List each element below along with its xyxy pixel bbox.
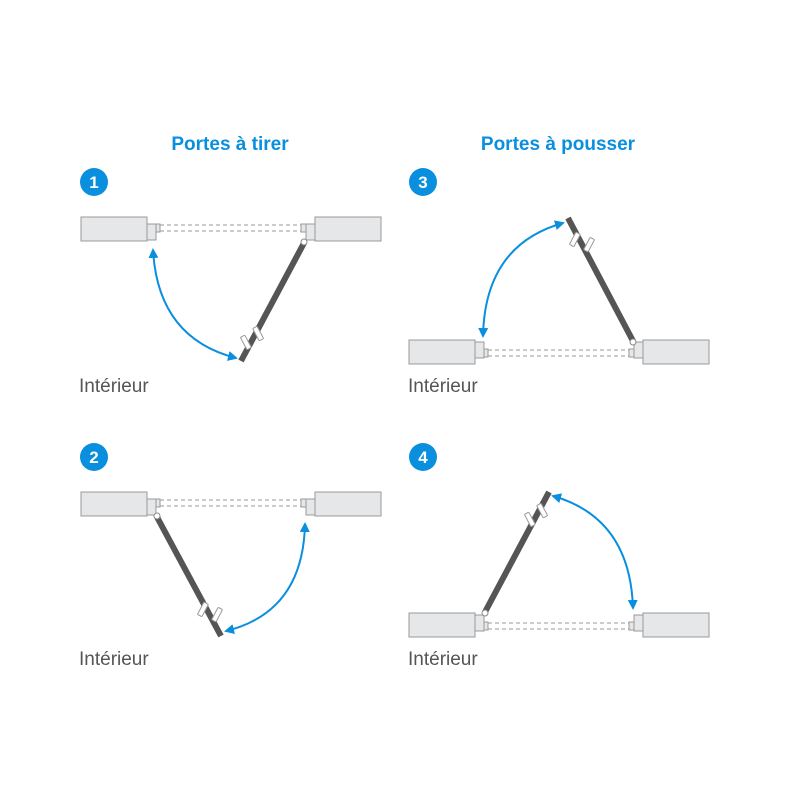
handle-icon xyxy=(240,326,264,350)
panel-4: 4 Intérieur xyxy=(408,443,710,670)
frame-left xyxy=(474,614,485,632)
panel-2: 2 Intérieur xyxy=(79,443,382,670)
wall-right xyxy=(314,491,382,517)
hinge-icon xyxy=(153,512,161,520)
heading-push-doors: Portes à pousser xyxy=(481,134,636,155)
hinge-icon xyxy=(481,609,489,617)
swing-arrow xyxy=(224,522,310,634)
interior-label-2: Intérieur xyxy=(79,649,149,670)
step-badge-4 xyxy=(409,443,437,471)
wall-right xyxy=(642,339,710,365)
step-badge-1 xyxy=(80,168,108,196)
frame-left xyxy=(146,498,157,516)
door-leaf xyxy=(565,216,636,343)
hinge-icon xyxy=(629,338,637,346)
wall-right xyxy=(642,612,710,638)
heading-pull-doors: Portes à tirer xyxy=(171,134,289,155)
step-number-4: 4 xyxy=(418,448,428,467)
step-badge-2 xyxy=(80,443,108,471)
interior-label-3: Intérieur xyxy=(408,376,478,397)
step-number-3: 3 xyxy=(418,173,427,192)
frame-right xyxy=(305,498,316,516)
step-badge-3 xyxy=(409,168,437,196)
wall-left xyxy=(408,339,476,365)
handle-icon xyxy=(197,601,223,623)
door-leaf xyxy=(482,490,552,614)
handle-icon xyxy=(569,231,595,253)
hinge-icon xyxy=(300,238,308,246)
interior-label-4: Intérieur xyxy=(408,649,478,670)
panel-3: 3 Intérieur xyxy=(408,168,710,397)
door-leaf xyxy=(238,241,307,363)
frame-left xyxy=(146,223,157,241)
wall-left xyxy=(80,491,148,517)
frame-left xyxy=(474,341,485,359)
step-number-1: 1 xyxy=(89,173,98,192)
swing-arrow xyxy=(478,220,565,338)
wall-left xyxy=(80,216,148,242)
interior-label-1: Intérieur xyxy=(79,376,149,397)
swing-arrow xyxy=(148,248,238,361)
frame-right xyxy=(305,223,316,241)
handle-icon xyxy=(524,503,548,527)
panel-1: 1 Intérieur xyxy=(79,168,382,397)
swing-arrow xyxy=(551,493,638,610)
frame-right xyxy=(633,614,644,632)
door-leaf xyxy=(154,515,224,638)
wall-right xyxy=(314,216,382,242)
step-number-2: 2 xyxy=(89,448,98,467)
wall-left xyxy=(408,612,476,638)
